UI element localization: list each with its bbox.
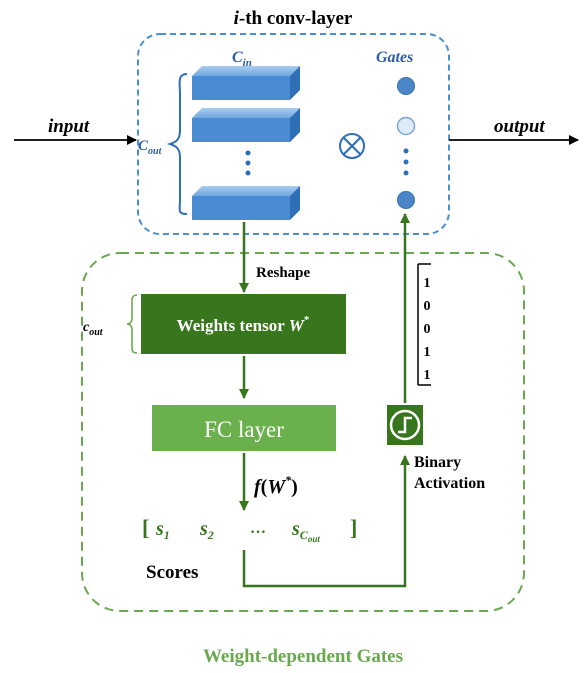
bit-2: 0	[424, 322, 431, 337]
cout-brace	[166, 73, 188, 215]
scores-vector: [ s1 s2 … sCout ]	[142, 515, 357, 544]
filter-block-3	[192, 186, 300, 220]
bit-3: 1	[424, 345, 431, 360]
multiply-icon	[339, 133, 365, 159]
footer-title: Weight-dependent Gates	[203, 646, 403, 667]
bit-vector: 1 0 0 1 1	[417, 263, 431, 386]
filter-ellipsis	[245, 150, 251, 176]
svg-text:s2: s2	[199, 518, 214, 542]
weights-cout-label: cout	[83, 320, 104, 338]
binary-activation-label-2: Activation	[414, 475, 485, 492]
function-label: f(W*)	[254, 473, 298, 498]
conv-layer-box	[137, 33, 450, 235]
cout-label: Cout	[138, 138, 163, 157]
fc-layer-label: FC layer	[204, 417, 284, 442]
svg-text:]: ]	[350, 515, 357, 540]
svg-text:sCout: sCout	[291, 518, 320, 544]
filter-block-1	[192, 66, 300, 100]
weight-gates-box	[81, 252, 525, 612]
gate-1	[397, 77, 415, 95]
cin-label: Cin	[232, 49, 252, 69]
svg-text:s1: s1	[155, 518, 170, 542]
input-label: input	[48, 116, 90, 137]
fc-layer-box	[152, 405, 336, 451]
scores-label: Scores	[146, 562, 198, 583]
gates-label: Gates	[376, 49, 413, 66]
svg-text:[: [	[142, 515, 149, 540]
filter-block-2	[192, 108, 300, 142]
gate-n	[397, 191, 415, 209]
gate-ellipsis	[403, 148, 409, 176]
weights-cout-brace	[126, 294, 138, 354]
binary-activation-label-1: Binary	[414, 454, 461, 471]
bit-4: 1	[424, 368, 431, 383]
output-label: output	[494, 116, 545, 137]
weights-tensor-label: Weights tensor W*	[177, 314, 310, 335]
reshape-label: Reshape	[256, 265, 311, 281]
conv-layer-title: i-th conv-layer	[234, 8, 353, 29]
svg-text:…: …	[250, 520, 266, 537]
gate-2	[396, 116, 416, 136]
scores-to-binary-arrow	[242, 455, 410, 588]
bit-0: 1	[424, 276, 431, 291]
binary-activation-icon	[387, 405, 423, 445]
weights-tensor-box	[141, 294, 346, 354]
bit-1: 0	[424, 299, 431, 314]
